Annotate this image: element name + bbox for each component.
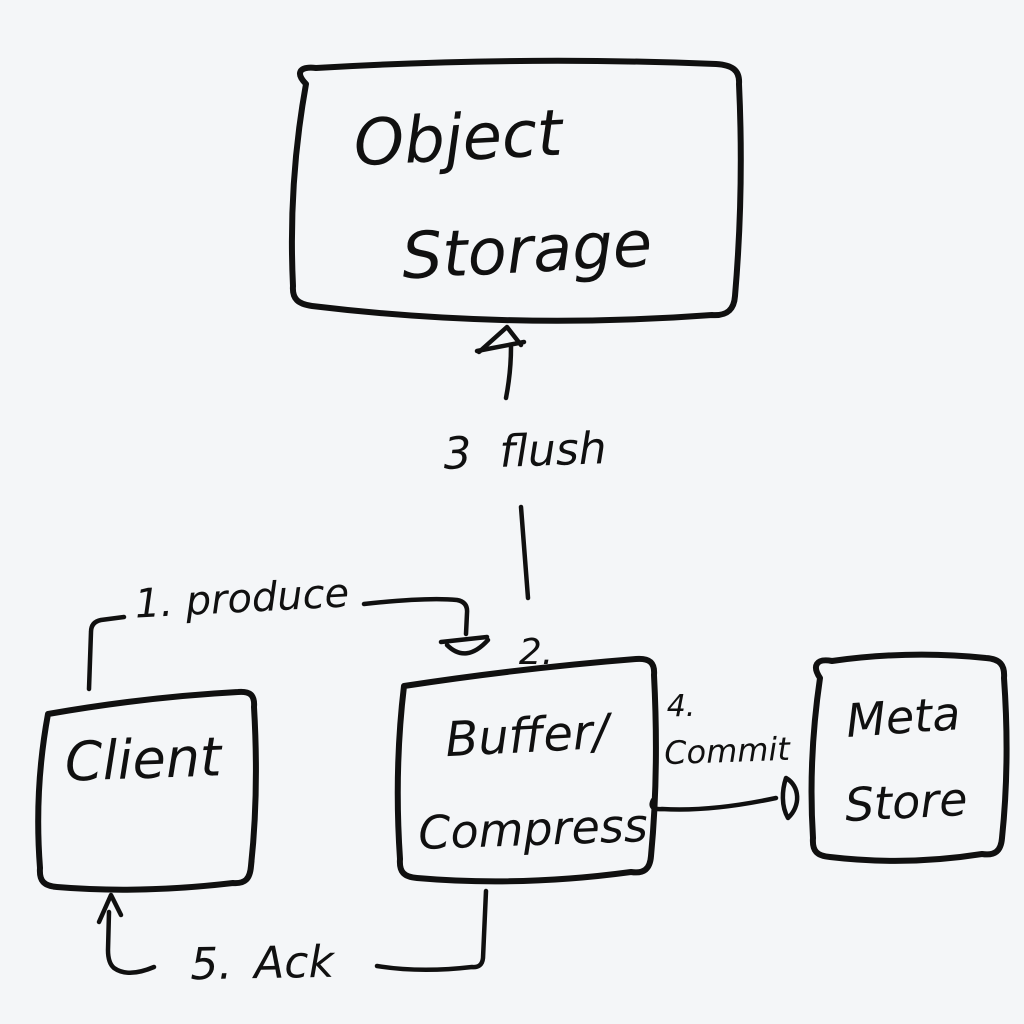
ingest-edge-label: 2. xyxy=(519,632,553,673)
object-storage-box xyxy=(288,57,744,324)
ack-arrow xyxy=(96,888,489,975)
produce-arrowhead-cup-icon xyxy=(444,637,491,656)
flush-edge-label: 3 flush xyxy=(443,423,608,480)
meta-store-label-line1: Meta xyxy=(844,686,962,748)
object-storage-label-line2: Storage xyxy=(400,207,654,294)
object-storage-label-line1: Object xyxy=(352,96,567,181)
client-label: Client xyxy=(64,725,224,793)
produce-arrowhead-icon xyxy=(438,634,490,645)
meta-store-box xyxy=(808,651,1010,864)
flush-arrowhead-icon xyxy=(476,324,524,355)
buffer-compress-label-line1: Buffer/ xyxy=(444,704,615,769)
produce-arrow xyxy=(86,596,491,692)
ack-arrowhead-icon xyxy=(96,892,124,925)
buffer-compress-label-line2: Compress xyxy=(417,798,648,860)
ack-edge-label: 5. Ack xyxy=(190,937,336,991)
meta-store-label-line2: Store xyxy=(843,772,968,832)
produce-edge-label: 1. produce xyxy=(134,570,351,627)
flush-arrow xyxy=(474,324,531,601)
buffer-compress-box xyxy=(394,655,659,885)
commit-arrowhead-icon xyxy=(780,775,800,821)
commit-edge-label-number: 4. xyxy=(667,689,696,724)
commit-arrow xyxy=(649,775,800,821)
commit-edge-label-word: Commit xyxy=(664,730,792,772)
client-box xyxy=(35,688,259,893)
